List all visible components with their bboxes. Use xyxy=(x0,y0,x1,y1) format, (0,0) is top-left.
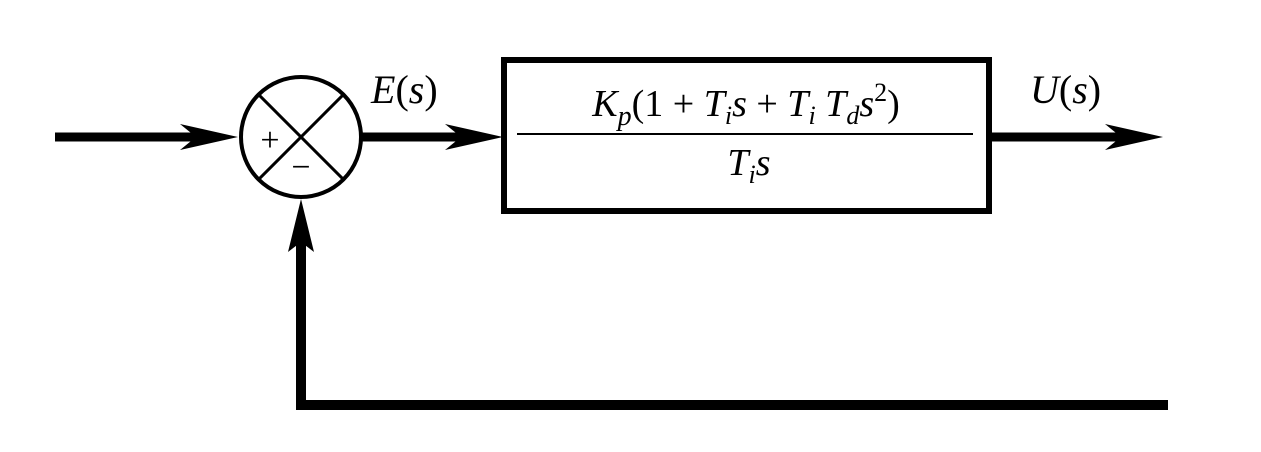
output-paren-open: ( xyxy=(1059,67,1072,112)
output-paren-close: ) xyxy=(1088,67,1101,112)
error-arrow xyxy=(361,124,503,150)
den-T: T xyxy=(727,142,751,184)
num-plus: + xyxy=(747,83,787,125)
output-variable: s xyxy=(1072,67,1088,112)
transfer-function-numerator: Kp(1 + Tis + Ti Tds2) xyxy=(591,78,900,132)
num-i1-subscript: i xyxy=(725,101,732,130)
num-p-subscript: p xyxy=(616,101,632,132)
error-signal-name: E xyxy=(370,67,395,112)
num-T2: T xyxy=(787,83,811,125)
num-T1: T xyxy=(704,83,728,125)
output-arrow xyxy=(992,124,1163,150)
controller-block: Kp(1 + Tis + Ti Tds2) Tis xyxy=(501,57,992,214)
num-close: ) xyxy=(887,83,900,125)
num-i2-subscript: i xyxy=(808,101,815,130)
error-signal-label: E(s) xyxy=(370,67,438,112)
den-s: s xyxy=(756,142,771,184)
feedback-path xyxy=(288,199,1168,410)
num-K: K xyxy=(591,83,619,125)
error-variable: s xyxy=(409,67,425,112)
num-space xyxy=(816,83,826,125)
num-d-subscript: d xyxy=(846,101,860,130)
plus-sign: + xyxy=(260,122,279,159)
num-s1: s xyxy=(732,83,747,125)
transfer-function-denominator: Tis xyxy=(727,142,770,189)
num-open: (1 + xyxy=(632,83,704,125)
input-arrow xyxy=(55,124,238,150)
num-s2: s xyxy=(859,83,874,125)
num-T3: T xyxy=(825,83,849,125)
minus-sign: − xyxy=(291,149,310,186)
output-signal-name: U xyxy=(1030,67,1062,112)
num-exp-superscript: 2 xyxy=(874,78,887,107)
den-i-subscript: i xyxy=(749,160,756,189)
output-signal-label: U(s) xyxy=(1030,67,1101,112)
summing-junction: + − xyxy=(239,75,363,199)
error-paren-close: ) xyxy=(424,67,437,112)
error-paren-open: ( xyxy=(395,67,408,112)
